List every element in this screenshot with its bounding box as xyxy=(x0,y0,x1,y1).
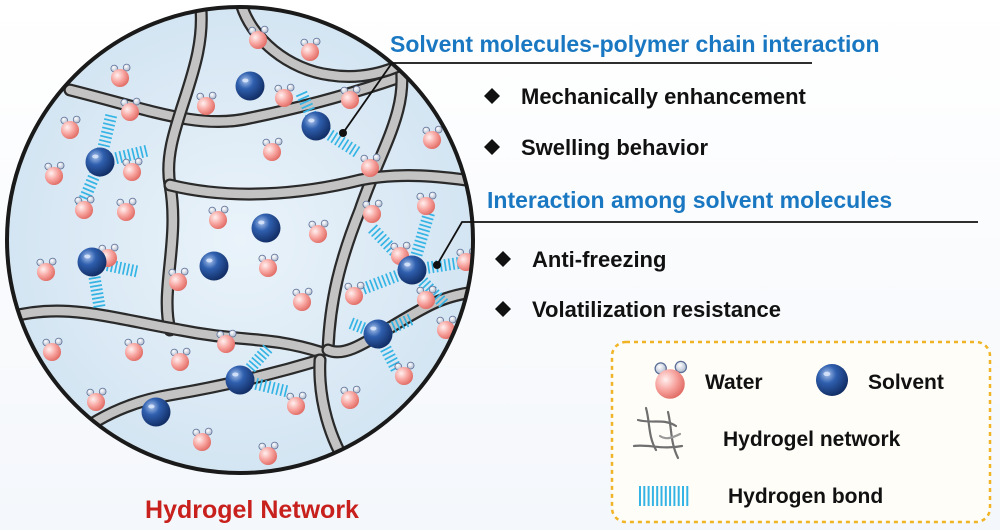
diamond-bullet-icon xyxy=(495,301,511,317)
hydrogel-circle xyxy=(7,7,473,473)
legend-network-label: Hydrogel network xyxy=(723,428,901,451)
legend-hbond-label: Hydrogen bond xyxy=(728,485,883,508)
section-2-bullet-1: Anti-freezing xyxy=(495,247,666,272)
section-2-bullet-2: Volatilization resistance xyxy=(495,297,781,322)
diamond-bullet-icon xyxy=(484,88,500,104)
bullet-label: Mechanically enhancement xyxy=(521,84,807,109)
section-1-bullet-2: Swelling behavior xyxy=(484,135,708,160)
hydrogen-bond-icon xyxy=(639,486,689,506)
diamond-bullet-icon xyxy=(495,251,511,267)
legend-solvent-label: Solvent xyxy=(868,371,944,394)
bullet-label: Swelling behavior xyxy=(521,135,708,160)
legend-border xyxy=(610,340,992,524)
bullet-label: Anti-freezing xyxy=(532,247,666,272)
hydrogel-network-icon xyxy=(632,406,684,460)
legend-water-label: Water xyxy=(705,371,763,394)
section-1-bullet-1: Mechanically enhancement xyxy=(484,84,807,109)
solvent-molecules xyxy=(77,71,427,427)
water-icon xyxy=(654,360,688,399)
section-2-heading: Interaction among solvent molecules xyxy=(487,187,892,213)
hydrogel-circle-border xyxy=(5,5,475,475)
leader-line-1 xyxy=(339,62,812,137)
leader-line-2 xyxy=(433,221,978,269)
diagram-caption: Hydrogel Network xyxy=(145,496,359,524)
solvent-icon xyxy=(816,364,848,396)
legend: Water Solvent Hydrogel network Hydrogen … xyxy=(610,340,992,524)
section-1-heading: Solvent molecules-polymer chain interact… xyxy=(390,31,880,57)
bullet-label: Volatilization resistance xyxy=(532,297,781,322)
diamond-bullet-icon xyxy=(484,139,500,155)
water-molecules xyxy=(36,25,473,466)
